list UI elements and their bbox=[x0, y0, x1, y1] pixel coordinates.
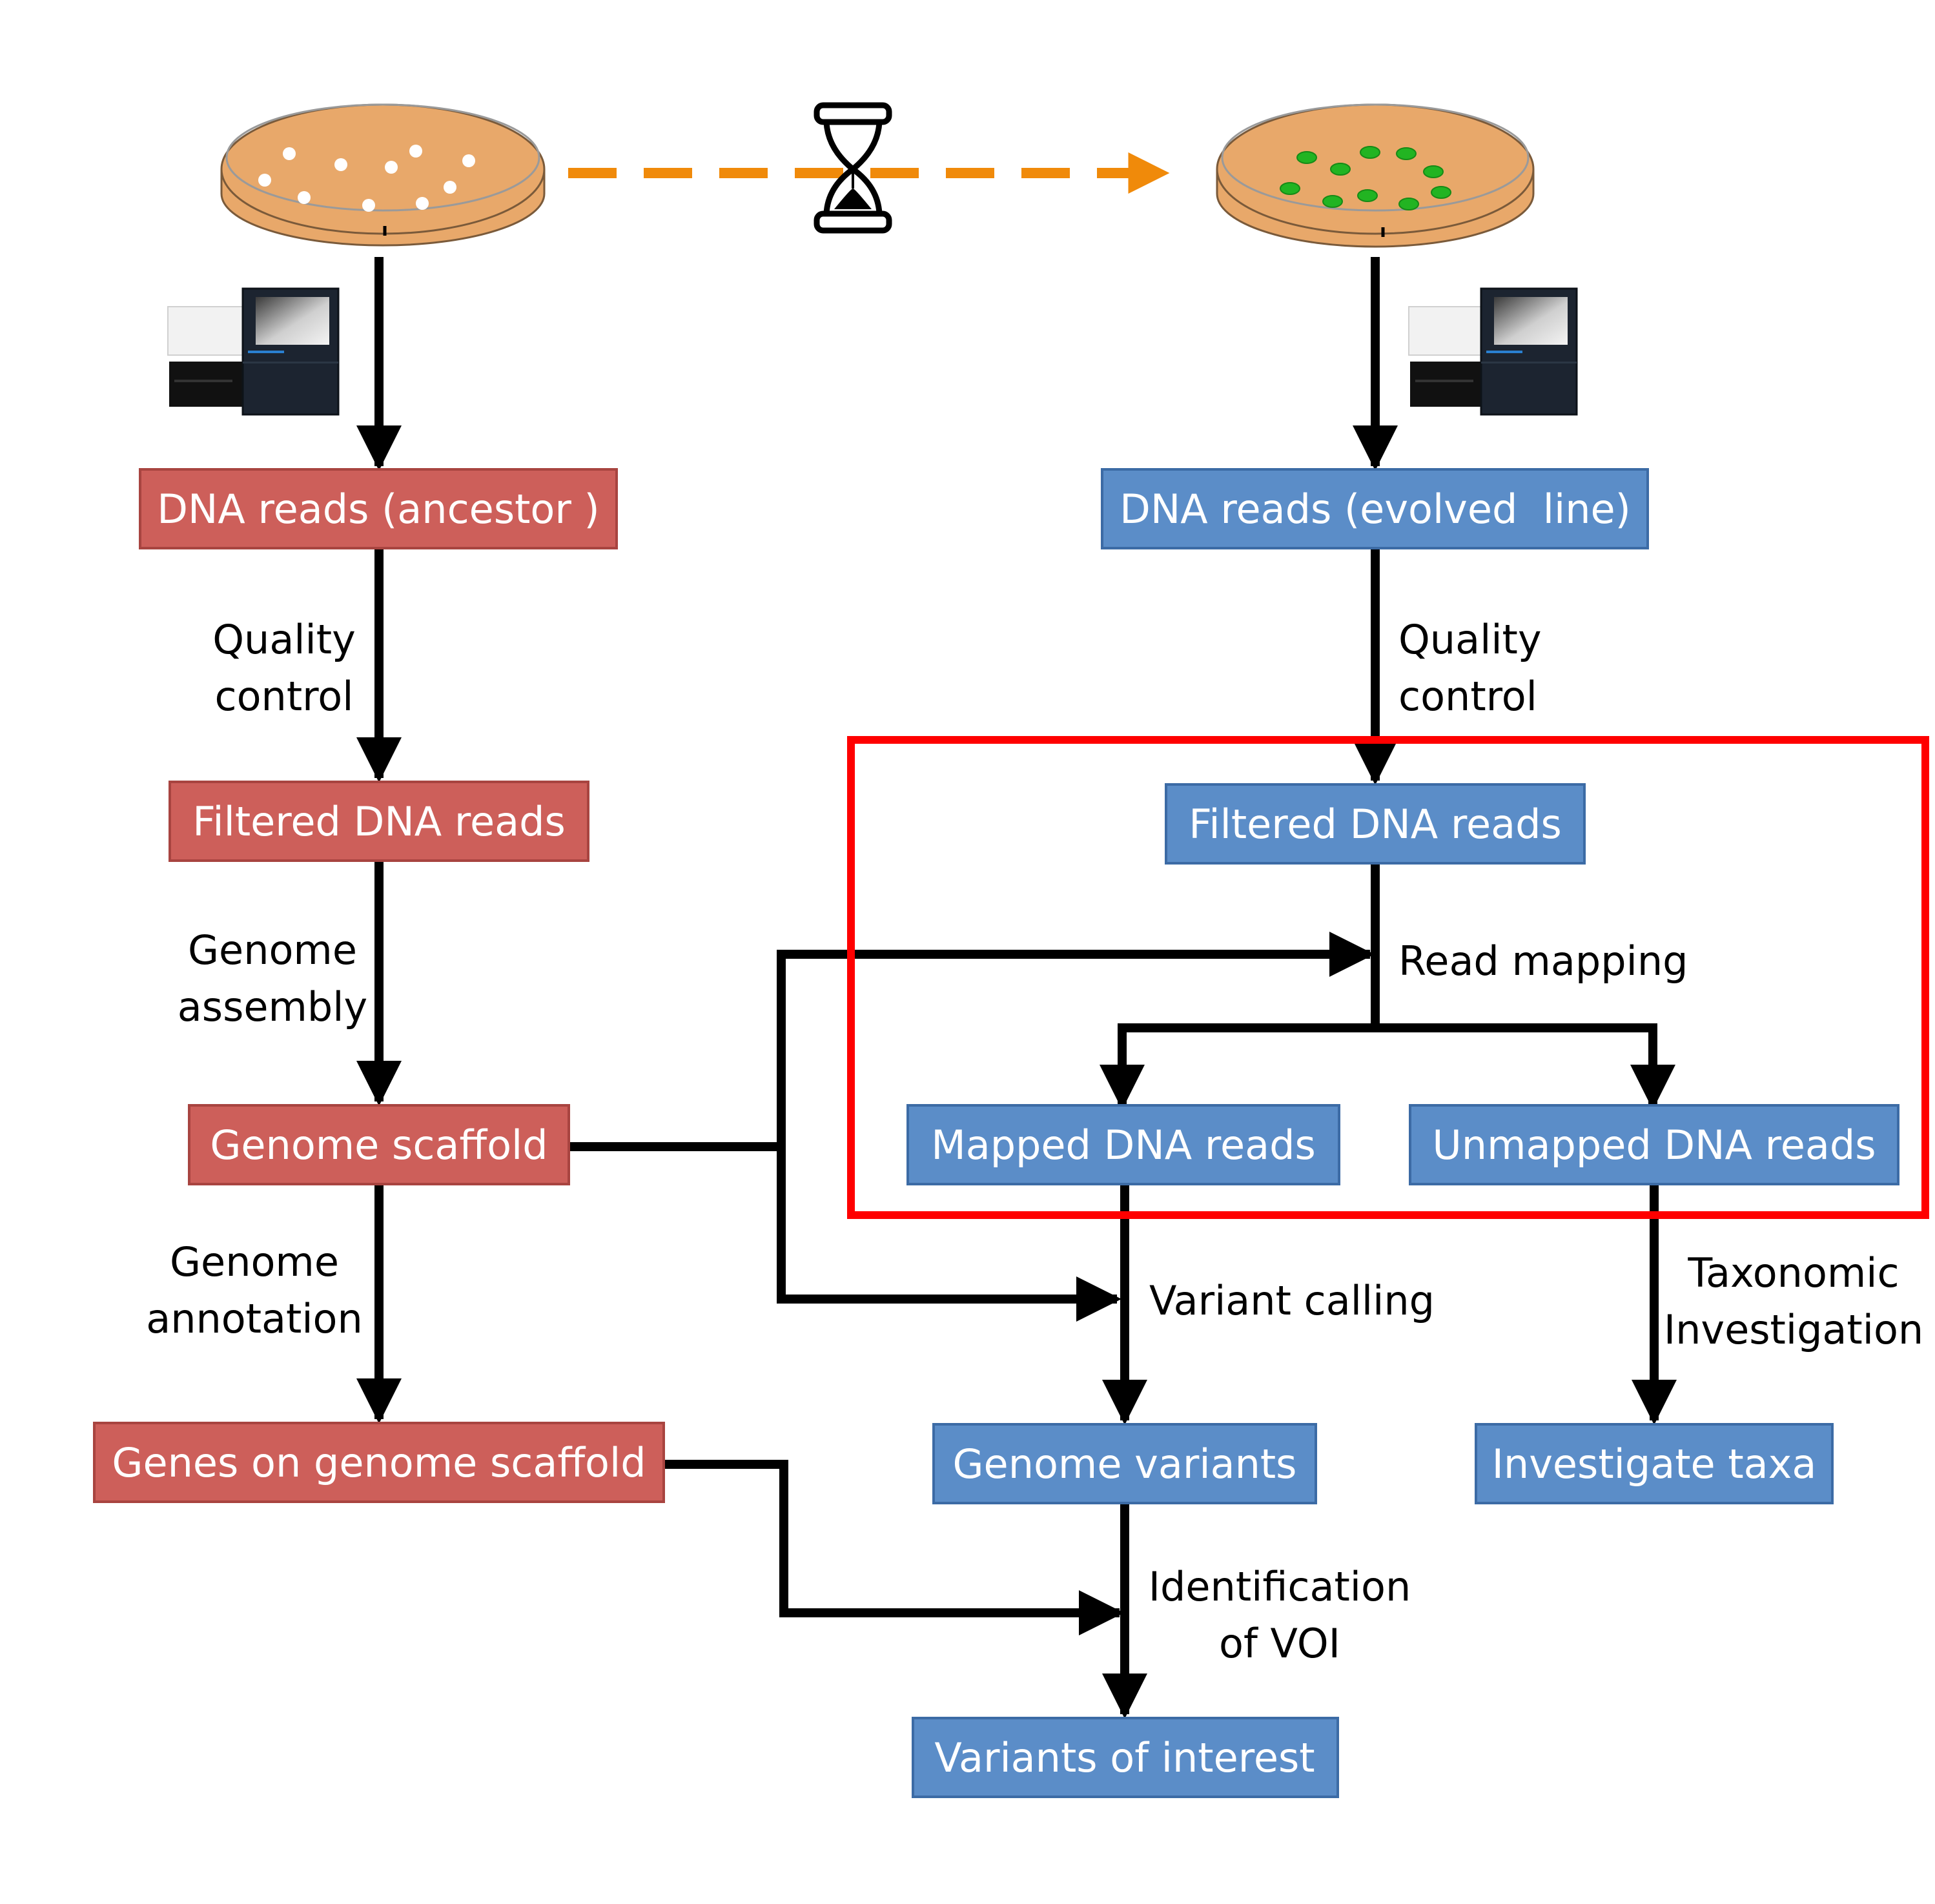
box-investigate-taxa-label: Investigate taxa bbox=[1492, 1440, 1817, 1488]
box-filtered-reads-evolved: Filtered DNA reads bbox=[1165, 783, 1586, 865]
label-read-mapping: Read mapping bbox=[1398, 937, 1688, 985]
label-quality-control-left-line1: Quality bbox=[212, 616, 356, 663]
label-identification-voi: Identification of VOI bbox=[1149, 1563, 1411, 1667]
label-variant-calling: Variant calling bbox=[1149, 1277, 1435, 1324]
label-genome-annotation-line1: Genome bbox=[170, 1238, 339, 1285]
highlight-frame bbox=[847, 736, 1929, 1219]
box-genome-scaffold: Genome scaffold bbox=[188, 1104, 570, 1185]
arrow-genes-to-identification bbox=[665, 1460, 1124, 1635]
box-genome-variants: Genome variants bbox=[932, 1423, 1317, 1504]
label-genome-annotation-line2: annotation bbox=[146, 1295, 363, 1342]
box-mapped-reads-label: Mapped DNA reads bbox=[931, 1121, 1316, 1169]
arrow-scaffold-to-variant-calling bbox=[777, 1147, 1121, 1322]
label-genome-assembly: Genome assembly bbox=[178, 926, 367, 1030]
label-genome-annotation: Genome annotation bbox=[146, 1238, 363, 1342]
label-quality-control-right-line2: control bbox=[1398, 673, 1537, 720]
split-bar bbox=[1118, 1023, 1657, 1101]
box-investigate-taxa: Investigate taxa bbox=[1475, 1423, 1834, 1504]
box-dna-reads-ancestor: DNA reads (ancestor ) bbox=[139, 468, 618, 549]
label-taxonomic-investigation-line1: Taxonomic bbox=[1687, 1249, 1899, 1296]
box-filtered-reads-ancestor: Filtered DNA reads bbox=[169, 781, 589, 862]
label-taxonomic-investigation: Taxonomic Investigation bbox=[1664, 1249, 1923, 1353]
label-quality-control-left: Quality control bbox=[212, 616, 356, 720]
box-genes-on-scaffold: Genes on genome scaffold bbox=[93, 1422, 665, 1503]
sequencer-icon-right bbox=[1408, 287, 1578, 416]
label-taxonomic-investigation-line2: Investigation bbox=[1664, 1306, 1923, 1353]
box-filtered-reads-ancestor-label: Filtered DNA reads bbox=[192, 798, 566, 845]
label-quality-control-right: Quality control bbox=[1398, 616, 1542, 720]
box-unmapped-reads: Unmapped DNA reads bbox=[1409, 1104, 1899, 1185]
connectors bbox=[356, 257, 1677, 1719]
box-genome-variants-label: Genome variants bbox=[953, 1440, 1297, 1488]
hourglass-icon bbox=[814, 102, 892, 234]
box-dna-reads-ancestor-label: DNA reads (ancestor ) bbox=[157, 486, 600, 533]
box-variants-of-interest-label: Variants of interest bbox=[934, 1734, 1315, 1781]
box-genes-on-scaffold-label: Genes on genome scaffold bbox=[112, 1439, 646, 1486]
box-filtered-reads-evolved-label: Filtered DNA reads bbox=[1189, 801, 1562, 848]
box-variants-of-interest: Variants of interest bbox=[912, 1717, 1339, 1798]
petri-dish-ancestor bbox=[220, 103, 546, 247]
label-identification-voi-line2: of VOI bbox=[1219, 1620, 1340, 1667]
box-genome-scaffold-label: Genome scaffold bbox=[210, 1121, 548, 1169]
sequencer-icon-left bbox=[167, 287, 340, 416]
label-genome-assembly-line1: Genome bbox=[188, 926, 357, 974]
label-identification-voi-line1: Identification bbox=[1149, 1563, 1411, 1610]
petri-dish-evolved bbox=[1216, 103, 1535, 248]
label-quality-control-left-line2: control bbox=[215, 673, 354, 720]
box-dna-reads-evolved: DNA reads (evolved line) bbox=[1101, 468, 1649, 549]
box-dna-reads-evolved-label: DNA reads (evolved line) bbox=[1120, 486, 1631, 533]
box-mapped-reads: Mapped DNA reads bbox=[906, 1104, 1340, 1185]
box-unmapped-reads-label: Unmapped DNA reads bbox=[1432, 1121, 1876, 1169]
label-quality-control-right-line1: Quality bbox=[1398, 616, 1542, 663]
label-genome-assembly-line2: assembly bbox=[178, 983, 367, 1030]
